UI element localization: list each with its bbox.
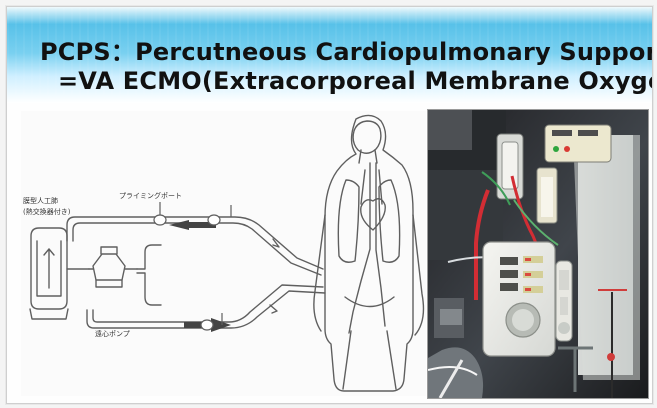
pelvis <box>345 297 394 307</box>
pump-top <box>101 247 117 254</box>
oxygenator-sublabel: (熱交換器付き) <box>23 209 70 216</box>
tube-connector-bottom <box>137 273 161 305</box>
oxygenator-label: 膜型人工肺 <box>23 198 58 205</box>
upper-tube-inner <box>73 223 321 275</box>
vessel-3 <box>361 170 365 204</box>
lower-connector-1 <box>201 320 213 330</box>
oxygenator-arrow <box>44 249 54 288</box>
diagram-svg <box>21 111 426 396</box>
lung-left <box>338 180 359 262</box>
leg-right <box>387 331 396 389</box>
lung-right <box>379 180 400 262</box>
equipment-photo-svg <box>428 110 648 398</box>
leg-left <box>343 331 351 389</box>
arm-right <box>413 215 423 335</box>
tube-connector-top <box>137 245 161 269</box>
pcps-diagram: 膜型人工肺 (熱交換器付き) プライミングポート 遠心ポンプ <box>21 111 426 396</box>
oxygenator-base <box>30 309 68 319</box>
equipment-photo <box>427 109 649 399</box>
upper-connector-1 <box>154 215 166 225</box>
title-line-2: =VA ECMO(Extracorporeal Membrane Oxygena… <box>58 67 653 95</box>
upper-connector-2 <box>208 215 220 225</box>
pump-body <box>93 254 125 280</box>
arrow-bottom-small <box>270 305 277 313</box>
pump-label: 遠心ポンプ <box>95 331 130 338</box>
title-line-1: PCPS：Percutneous Cardiopulmonary Support <box>40 32 653 67</box>
title-band: PCPS：Percutneous Cardiopulmonary Support… <box>7 7 652 103</box>
body-head <box>353 121 381 153</box>
slide: PCPS：Percutneous Cardiopulmonary Support… <box>6 6 653 404</box>
pump-bottom <box>96 280 122 287</box>
priming-port-label: プライミングポート <box>119 193 182 200</box>
